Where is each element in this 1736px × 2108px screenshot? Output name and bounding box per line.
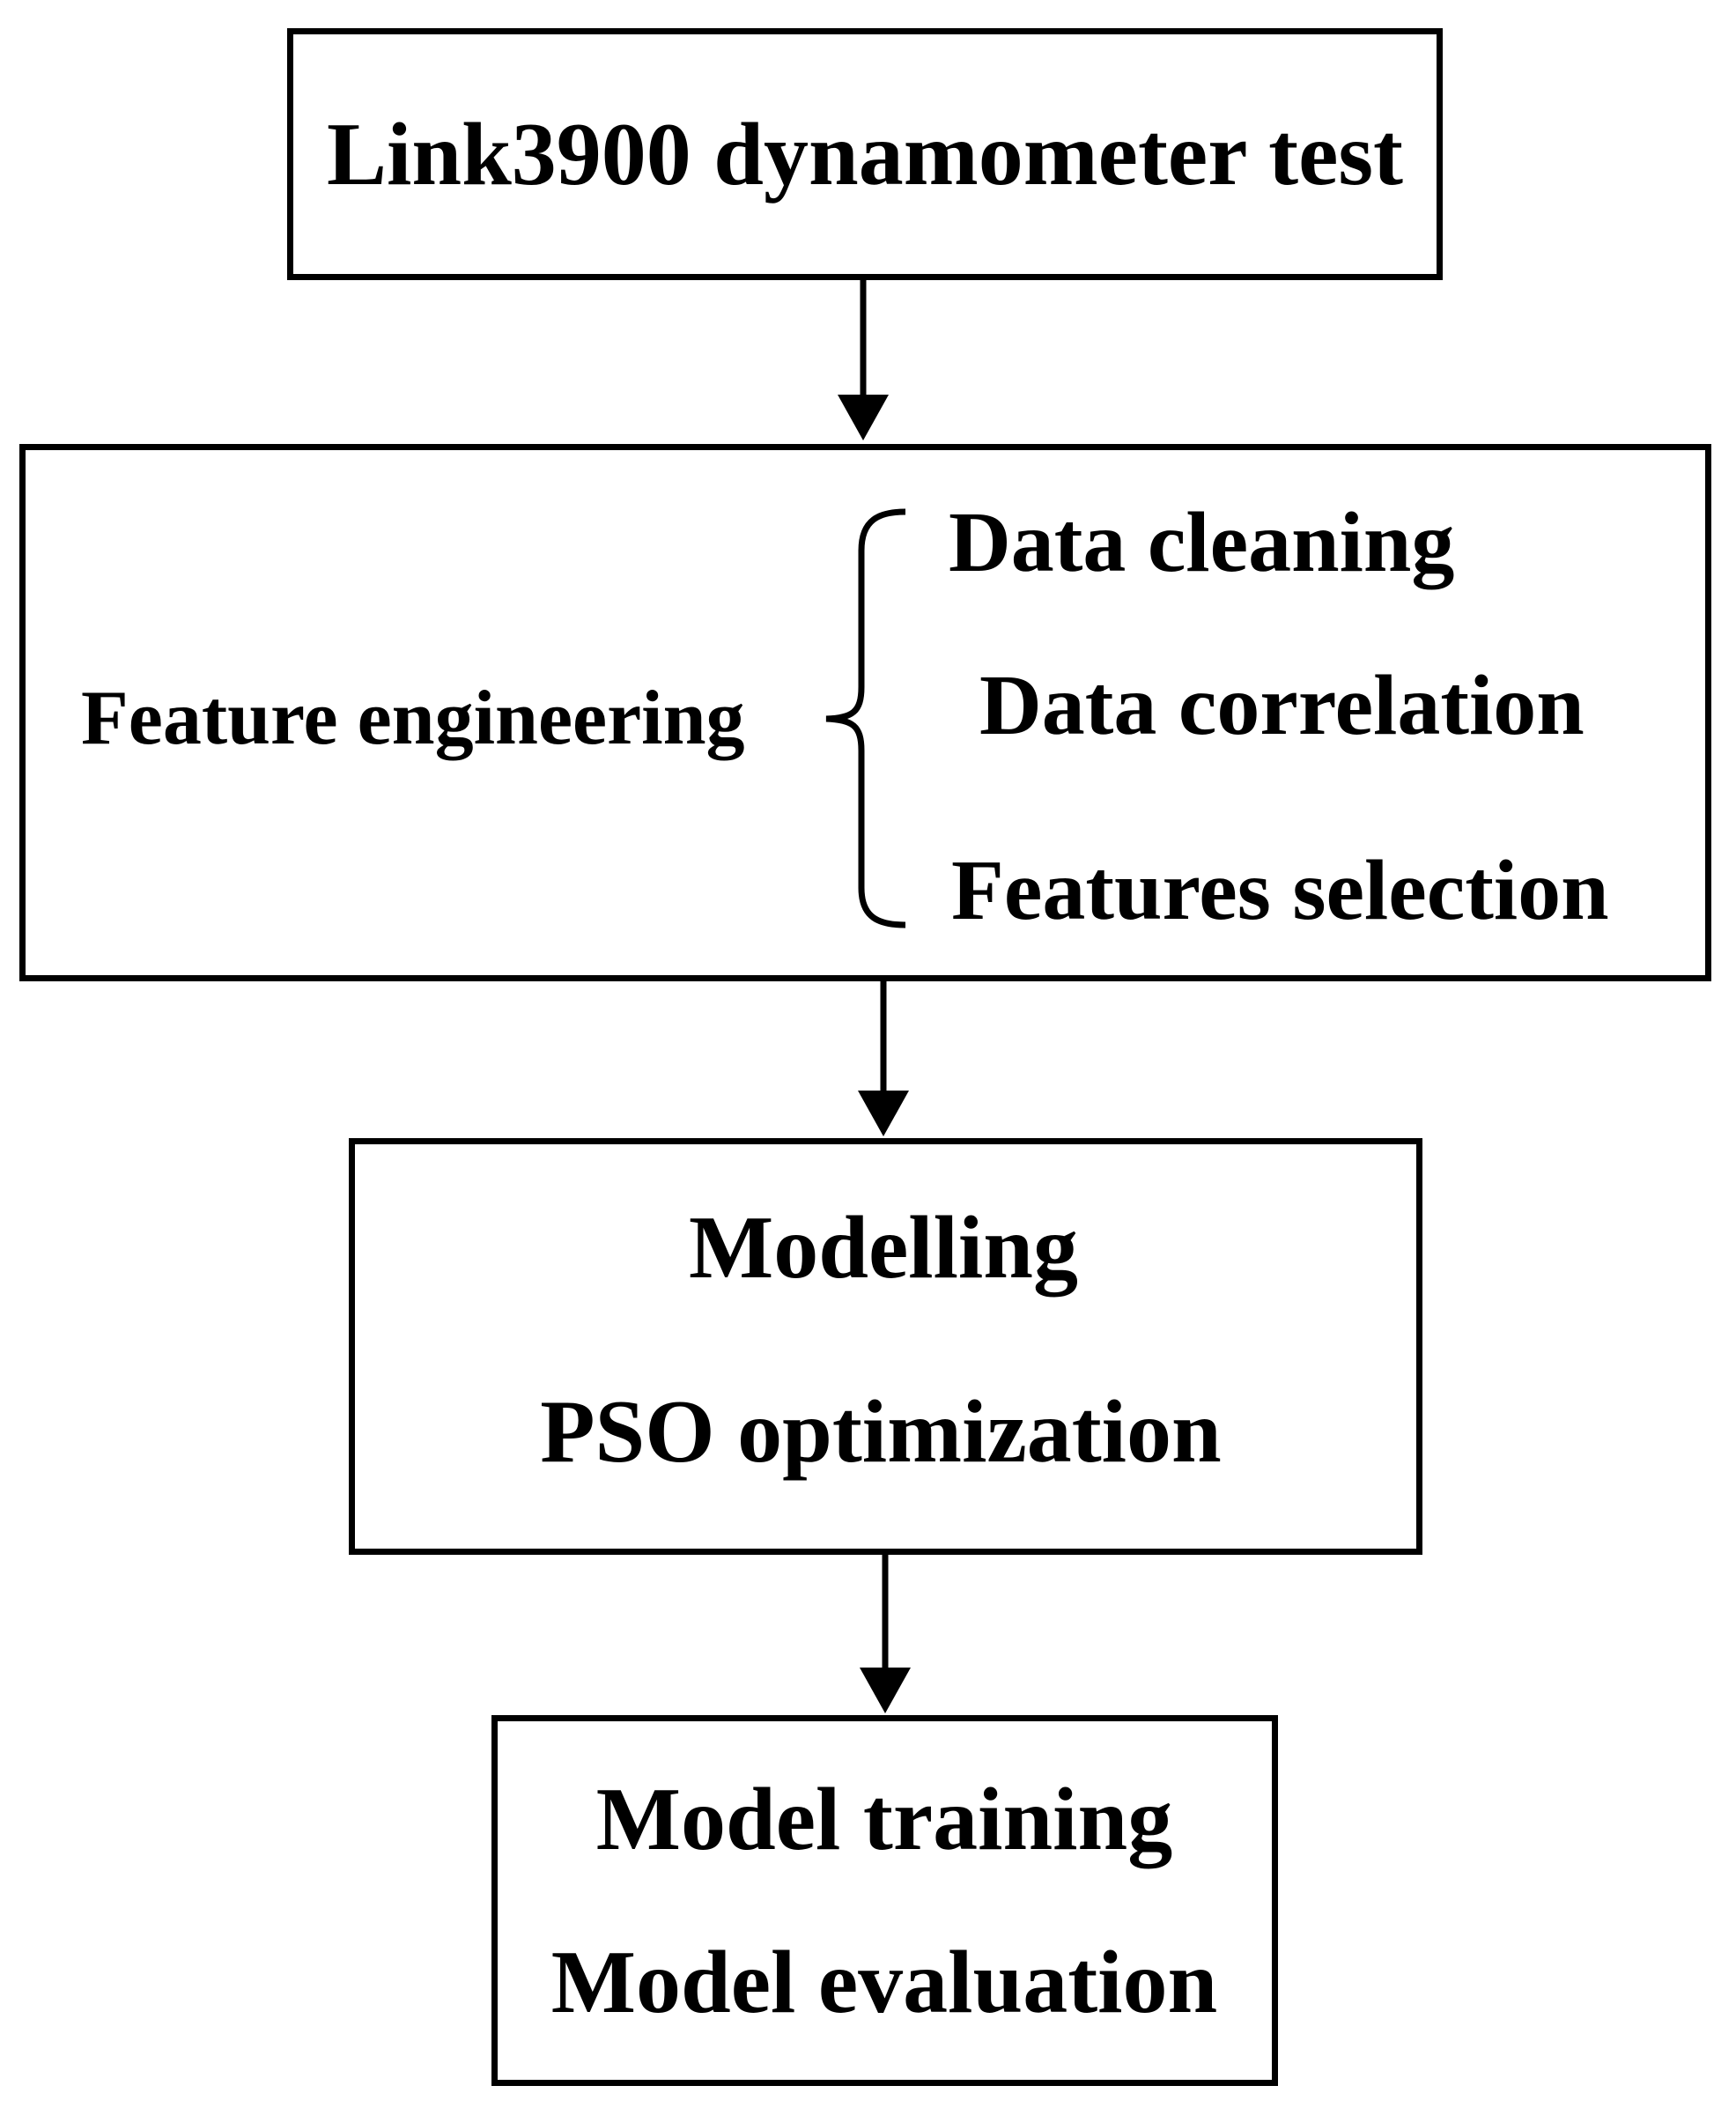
step-label-modelling: Modelling xyxy=(688,1198,1079,1298)
step-box-modelling xyxy=(349,1138,1422,1555)
arrow-2-head xyxy=(858,1091,909,1136)
step-label-feature-engineering: Feature engineering xyxy=(81,676,745,761)
feature-item-data-cleaning: Data cleaning xyxy=(949,495,1455,590)
feature-item-data-correlation: Data correlation xyxy=(979,658,1585,753)
step-label-model-training: Model training xyxy=(595,1770,1173,1869)
feature-item-features-selection: Features selection xyxy=(951,843,1609,938)
step-box-model-training xyxy=(491,1715,1278,2086)
step-box-dynamometer-test xyxy=(287,28,1443,280)
step-label-model-evaluation: Model evaluation xyxy=(550,1933,1218,2032)
step-label-dynamometer-test: Link3900 dynamometer test xyxy=(326,105,1404,204)
arrow-1-head xyxy=(838,395,889,440)
arrow-3-head xyxy=(860,1668,911,1713)
step-label-pso-optimization: PSO optimization xyxy=(540,1382,1222,1482)
